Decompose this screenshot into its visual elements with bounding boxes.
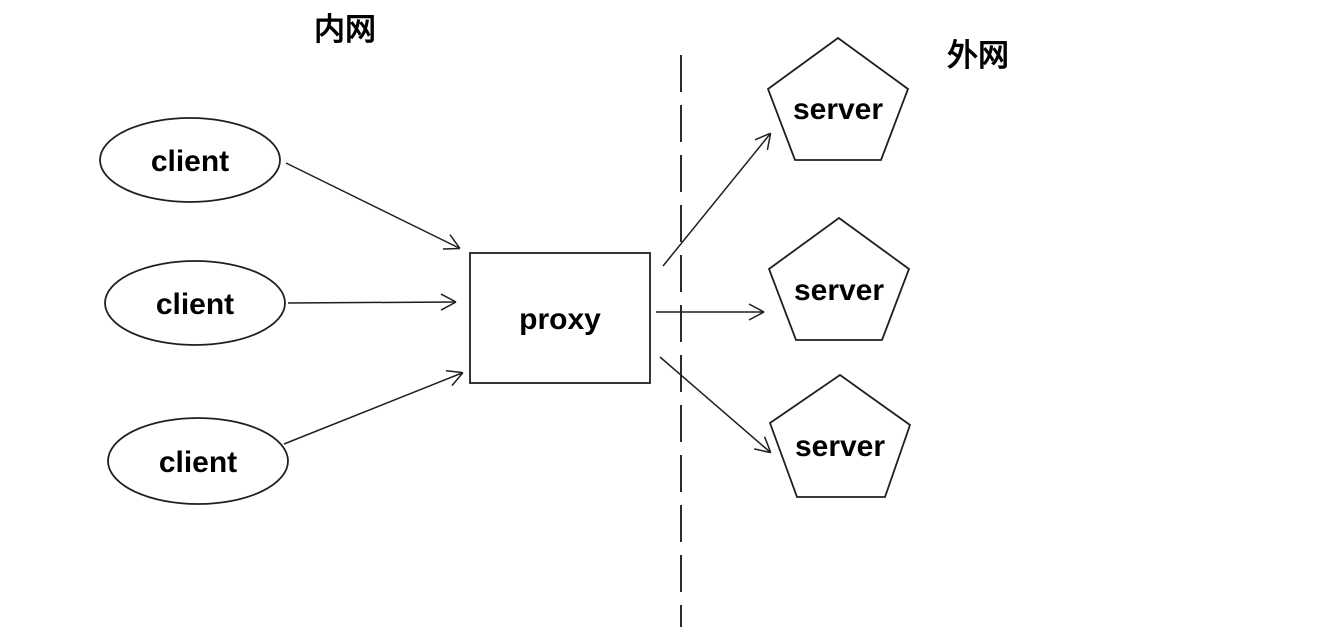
client-node-1: client (99, 117, 281, 203)
client-label: client (159, 446, 237, 479)
server-pentagon (767, 216, 911, 341)
server-node-2: server (767, 216, 911, 341)
arrow-proxy-to-server1 (662, 132, 772, 267)
client-ellipse (107, 417, 289, 505)
intranet-zone-label: 内网 (314, 12, 376, 47)
arrow-client3-to-proxy (283, 370, 464, 445)
client-ellipse (104, 260, 286, 346)
client-label: client (156, 288, 234, 321)
proxy-node: proxy (469, 252, 651, 384)
extranet-zone-label: 外网 (947, 38, 1009, 73)
server-node-1: server (766, 36, 910, 161)
server-pentagon (766, 36, 910, 161)
arrow-client1-to-proxy (285, 162, 461, 250)
server-pentagon (768, 373, 912, 498)
proxy-label: proxy (519, 303, 601, 336)
server-label: server (793, 93, 883, 126)
client-node-2: client (104, 260, 286, 346)
server-label: server (795, 430, 885, 463)
client-node-3: client (107, 417, 289, 505)
proxy-box (469, 252, 651, 384)
arrow-client2-to-proxy (287, 293, 457, 311)
server-label: server (794, 274, 884, 307)
client-ellipse (99, 117, 281, 203)
server-node-3: server (768, 373, 912, 498)
arrow-proxy-to-server3 (659, 356, 772, 454)
client-label: client (151, 145, 229, 178)
